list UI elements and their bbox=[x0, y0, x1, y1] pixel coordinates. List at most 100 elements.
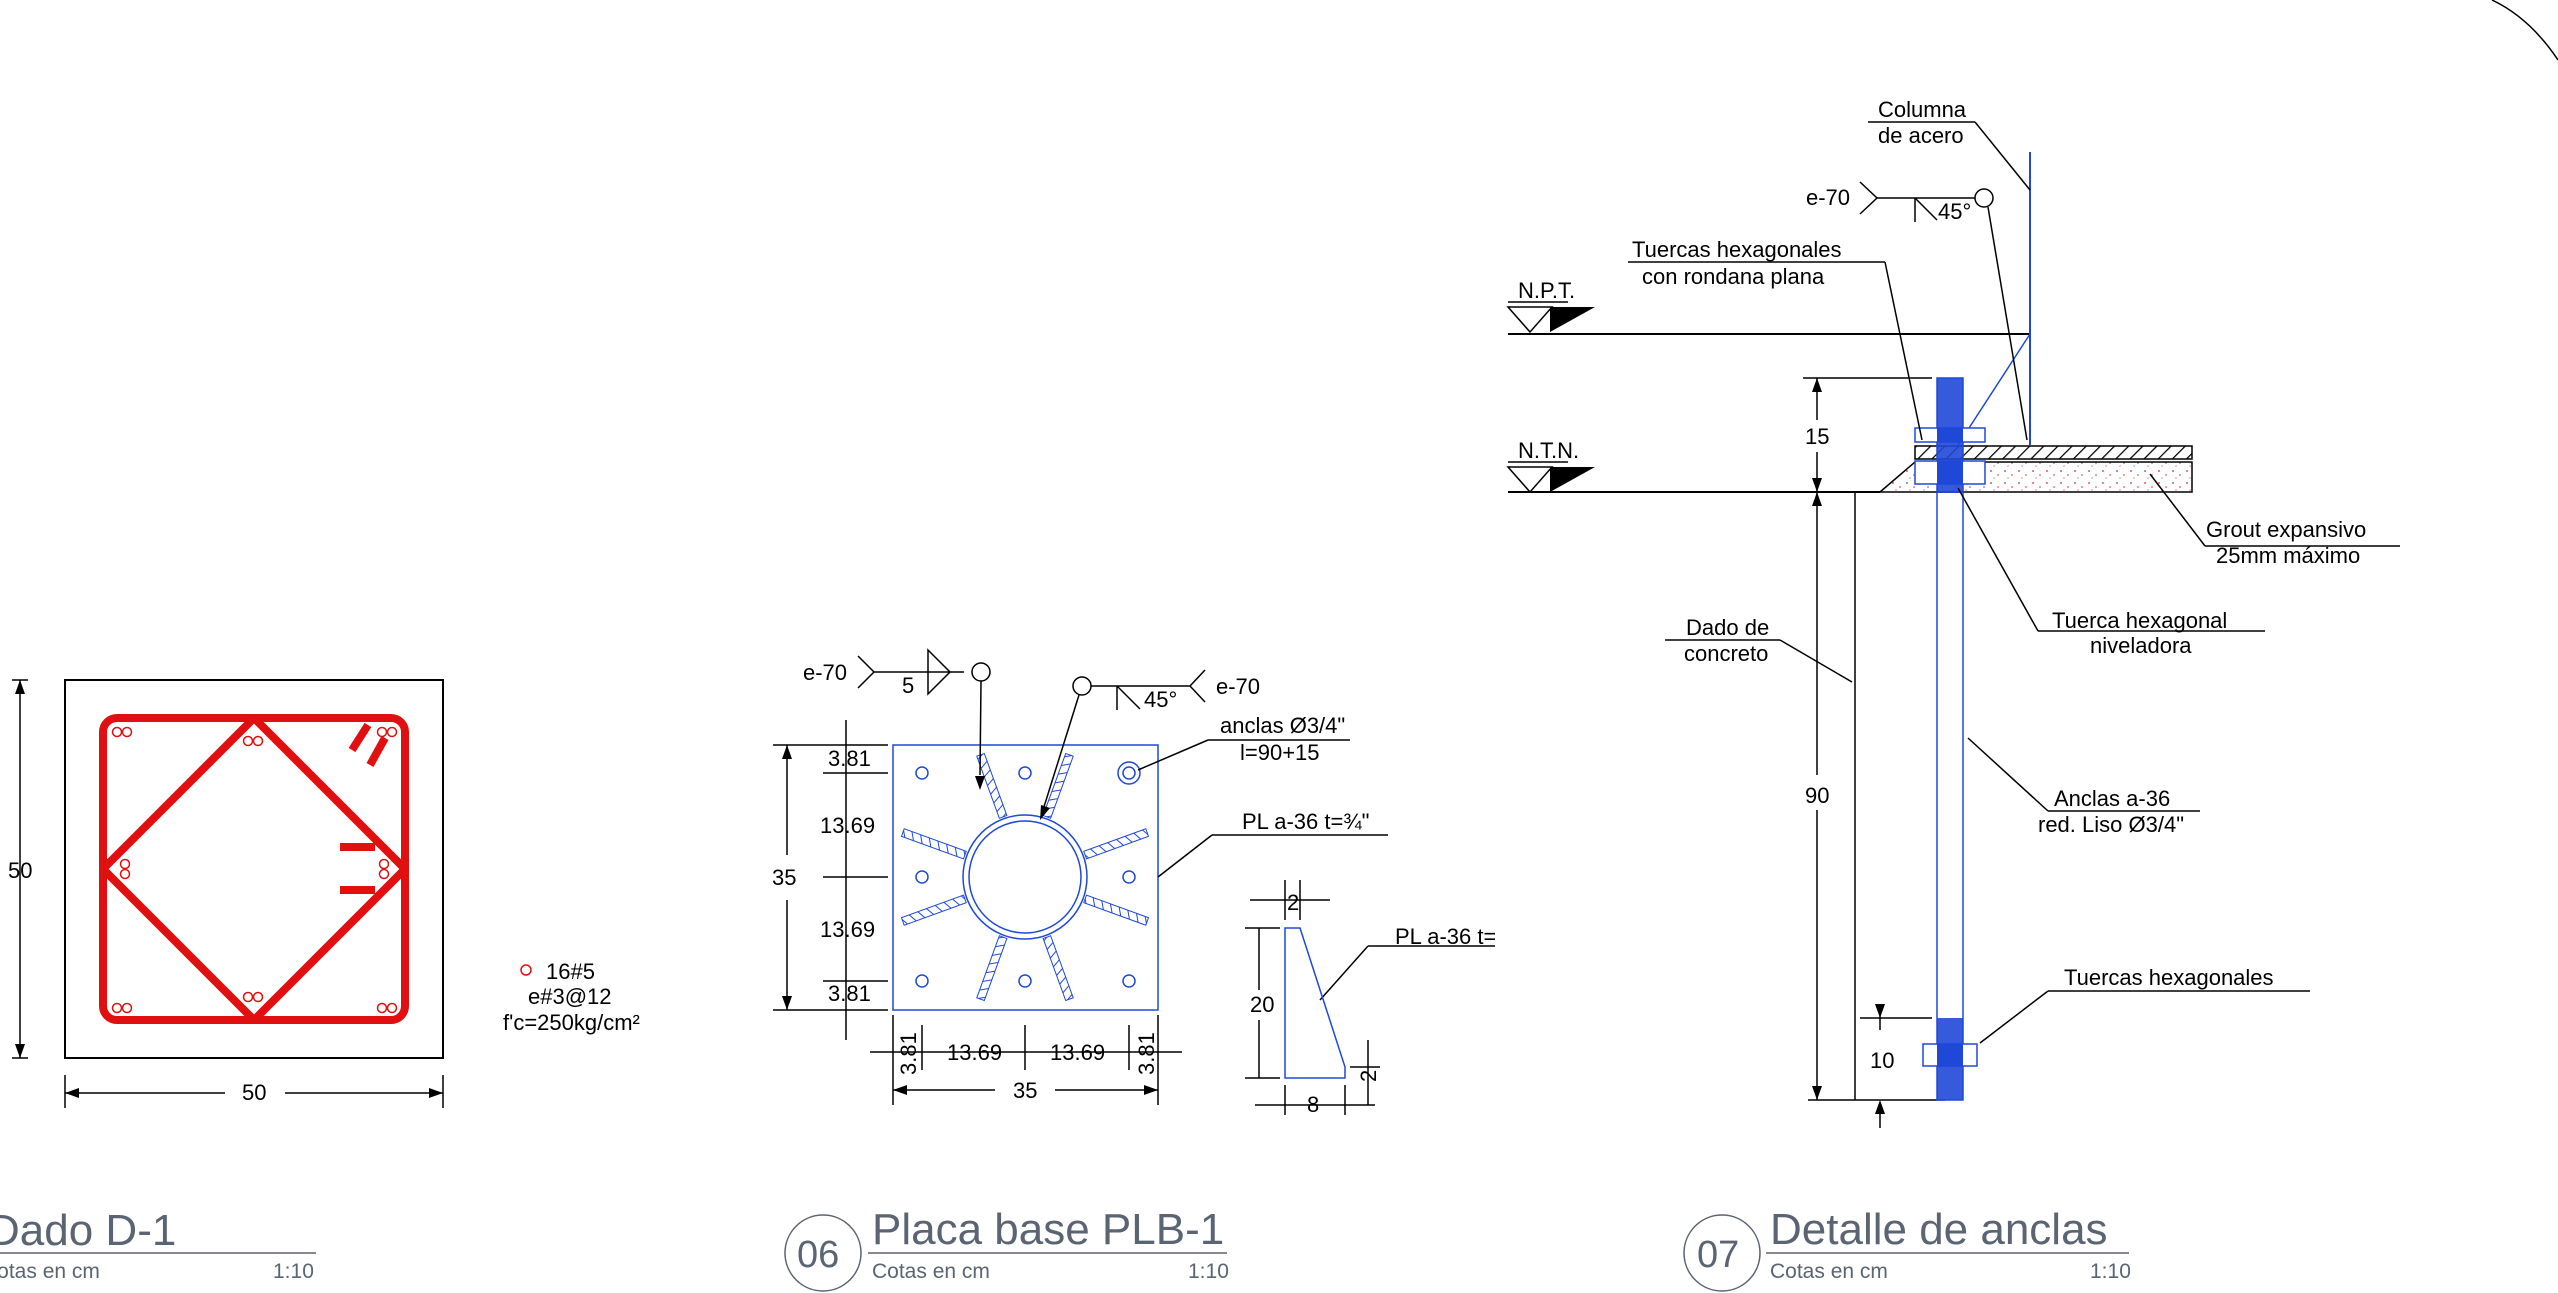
plate-hdim-2: 13.69 bbox=[947, 1040, 1002, 1065]
detail-06-bubble bbox=[784, 1214, 862, 1292]
concrete-strength: f'c=250kg/cm² bbox=[503, 1010, 640, 1035]
column-label-1: Columna bbox=[1878, 97, 1967, 122]
plate-vdim-total: 35 bbox=[772, 865, 796, 890]
weld-right-process: e-70 bbox=[1216, 674, 1260, 699]
plate-callouts bbox=[1137, 739, 1495, 1001]
dim-bottom: 10 bbox=[1870, 1048, 1894, 1073]
sheet-border-arc bbox=[2491, 0, 2558, 61]
detail-05-title: Dado D-1 bbox=[0, 1206, 176, 1255]
weld-left-process: e-70 bbox=[803, 660, 847, 685]
stiffener-plates bbox=[900, 752, 1150, 1002]
bar bbox=[378, 868, 390, 880]
column-label-2: de acero bbox=[1878, 123, 1964, 148]
detail-07-scale: 1:10 bbox=[2090, 1260, 2131, 1283]
nuts-washer-label-2: con rondana plana bbox=[1642, 264, 1825, 289]
plate-vdim-2: 13.69 bbox=[820, 813, 875, 838]
gusset-chamfer-dim: 2 bbox=[1356, 1070, 1381, 1082]
base-plate-outline bbox=[892, 744, 1159, 1011]
rebar-bars bbox=[111, 726, 398, 1014]
bar bbox=[121, 1002, 133, 1014]
plate-vdim-3: 13.69 bbox=[820, 917, 875, 942]
bar bbox=[119, 868, 131, 880]
plate-vdim-4: 3.81 bbox=[828, 981, 871, 1006]
column-inner bbox=[968, 820, 1082, 934]
level-nut-label-2: niveladora bbox=[2090, 633, 2192, 658]
rebar-cage bbox=[99, 714, 409, 1024]
column-edge bbox=[1957, 333, 2031, 446]
detail-07-title: Detalle de anclas bbox=[1770, 1205, 2108, 1254]
detail-05-subtitle: Cotas en cm bbox=[0, 1260, 100, 1283]
detail-07-bubble bbox=[1683, 1214, 1761, 1292]
bar bbox=[386, 726, 398, 738]
bar bbox=[242, 735, 254, 747]
weld-right-angle: 45° bbox=[1144, 687, 1177, 712]
plate-vdim-1: 3.81 bbox=[828, 746, 871, 771]
detail-06-title: Placa base PLB-1 bbox=[872, 1205, 1224, 1254]
bar bbox=[252, 735, 264, 747]
plate-vertical-dims bbox=[773, 720, 888, 1040]
gusset-top-dim: 2 bbox=[1287, 890, 1299, 915]
weld-symbol bbox=[1859, 181, 2028, 441]
detail-05-pier-section: 50 50 16#5 e#3@12 f'c=250kg/cm² Dado D-1… bbox=[0, 679, 640, 1283]
plate-hdim-total: 35 bbox=[1013, 1078, 1037, 1103]
grout-label-2: 25mm máximo bbox=[2216, 543, 2360, 568]
rebar-legend-bars: 16#5 bbox=[546, 959, 595, 984]
detail-06-base-plate: e-70 5 45° e-70 anclas Ø3/4" l=90+15 PL … bbox=[772, 648, 1522, 1292]
bar bbox=[378, 858, 390, 870]
pier-label-1: Dado de bbox=[1686, 615, 1769, 640]
npt-label: N.P.T. bbox=[1518, 278, 1575, 303]
detail-07-number: 07 bbox=[1697, 1234, 1739, 1276]
anchor-rod bbox=[1914, 377, 1986, 1101]
anchors-label-2: red. Liso Ø3/4" bbox=[2038, 812, 2184, 837]
detail-06-scale: 1:10 bbox=[1188, 1260, 1229, 1283]
outer-stirrup bbox=[99, 714, 409, 1024]
gusset-height-dim: 20 bbox=[1250, 992, 1274, 1017]
bar bbox=[111, 1002, 123, 1014]
dim-embed: 90 bbox=[1805, 783, 1829, 808]
anchors-callout-1: anclas Ø3/4" bbox=[1220, 713, 1345, 738]
rebar-legend-stirrups: e#3@12 bbox=[528, 984, 612, 1009]
diamond-stirrup bbox=[99, 714, 409, 1024]
weld-symbol-right bbox=[1042, 669, 1206, 811]
grout-label-1: Grout expansivo bbox=[2206, 517, 2366, 542]
anchors-callout-2: l=90+15 bbox=[1240, 740, 1320, 765]
gusset-callout: PL a-36 t=¾" bbox=[1395, 924, 1522, 949]
pier-label-2: concreto bbox=[1684, 641, 1768, 666]
rebar-legend-icon bbox=[520, 964, 532, 976]
base-plate-hatch bbox=[1914, 445, 2193, 460]
nuts-washer-label-1: Tuercas hexagonales bbox=[1632, 237, 1842, 262]
stirrup-hook-2 bbox=[366, 736, 389, 767]
stirrup-hook-1 bbox=[348, 722, 372, 753]
weld-left-size: 5 bbox=[902, 673, 914, 698]
pier-width-dim: 50 bbox=[242, 1080, 266, 1105]
bar bbox=[376, 726, 388, 738]
detail-07-anchor-section: N.P.T. N.T.N. bbox=[1506, 97, 2400, 1292]
gusset-width-dim: 8 bbox=[1307, 1092, 1319, 1117]
detail-06-subtitle: Cotas en cm bbox=[872, 1260, 990, 1283]
bar bbox=[252, 991, 264, 1003]
bar bbox=[386, 1002, 398, 1014]
leader-lines bbox=[1628, 121, 2400, 1044]
ntn-label: N.T.N. bbox=[1518, 438, 1579, 463]
detail-07-subtitle: Cotas en cm bbox=[1770, 1260, 1888, 1283]
weld-process: e-70 bbox=[1806, 185, 1850, 210]
level-npt: N.P.T. bbox=[1506, 278, 2030, 335]
bar bbox=[242, 991, 254, 1003]
plate-hdim-1: 3.81 bbox=[896, 1032, 921, 1075]
bar bbox=[119, 858, 131, 870]
weld-symbol-left bbox=[857, 648, 991, 776]
anchor-dimensions bbox=[1803, 377, 1932, 1128]
column-outer bbox=[962, 814, 1088, 940]
bar bbox=[111, 726, 123, 738]
detail-06-number: 06 bbox=[797, 1234, 839, 1276]
bar bbox=[121, 726, 133, 738]
gusset-plate: 2 20 2 8 bbox=[1245, 880, 1381, 1117]
bar bbox=[376, 1002, 388, 1014]
dim-top: 15 bbox=[1805, 424, 1829, 449]
weld-angle: 45° bbox=[1938, 199, 1971, 224]
plate-hdim-3: 13.69 bbox=[1050, 1040, 1105, 1065]
plate-callout: PL a-36 t=¾" bbox=[1242, 809, 1369, 834]
plate-hdim-4: 3.81 bbox=[1134, 1032, 1159, 1075]
level-ntn: N.T.N. bbox=[1506, 438, 1880, 494]
